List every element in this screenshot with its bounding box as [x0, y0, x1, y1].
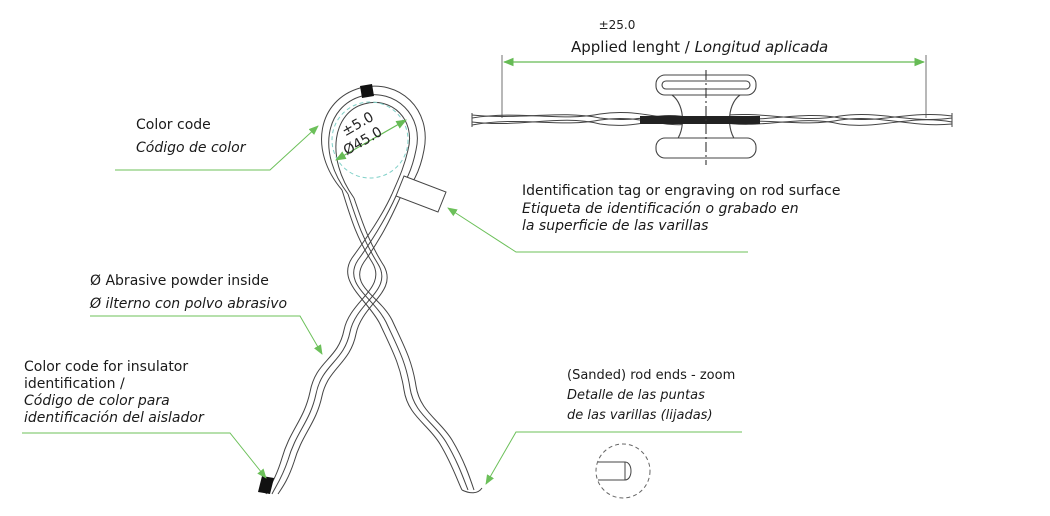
abrasive-es: Ø ilterno con polvo abrasivo [90, 296, 288, 312]
applied-length-label: Applied lenght / Longitud aplicada [571, 38, 828, 56]
applied-length-en: Applied lenght / [571, 38, 690, 56]
rod-ends-es-1: Detalle de las puntas [567, 388, 705, 403]
abrasive-en: Ø Abrasive powder inside [90, 273, 269, 289]
leader-lines [22, 125, 748, 485]
color-code-en: Color code [136, 117, 211, 133]
loop-diameter-dimension [331, 101, 409, 179]
color-code-es: Código de color [136, 140, 246, 156]
id-tag-es-1: Etiqueta de identificación o grabado en [522, 201, 799, 217]
insulator-color-band [258, 476, 274, 494]
preformed-tie [265, 85, 483, 495]
insulator-en-2: identification / [24, 376, 125, 392]
insulator-es-1: Código de color para [24, 393, 170, 409]
insulator-spool [640, 70, 760, 165]
rod-ends-en: (Sanded) rod ends - zoom [567, 368, 736, 383]
rod-ends-es-2: de las varillas (lijadas) [567, 408, 713, 423]
identification-tag [395, 175, 447, 213]
id-tag-es-2: la superficie de las varillas [522, 218, 709, 234]
insulator-es-2: identificación del aislador [24, 410, 204, 426]
applied-length-es: Longitud aplicada [694, 38, 829, 56]
applied-length-dimension [501, 55, 927, 118]
rod-end-zoom-detail [595, 443, 651, 499]
insulator-en-1: Color code for insulator [24, 359, 189, 375]
color-code-band [360, 84, 374, 98]
tolerance-top-label: ±25.0 [599, 18, 636, 32]
id-tag-en: Identification tag or engraving on rod s… [522, 183, 841, 199]
